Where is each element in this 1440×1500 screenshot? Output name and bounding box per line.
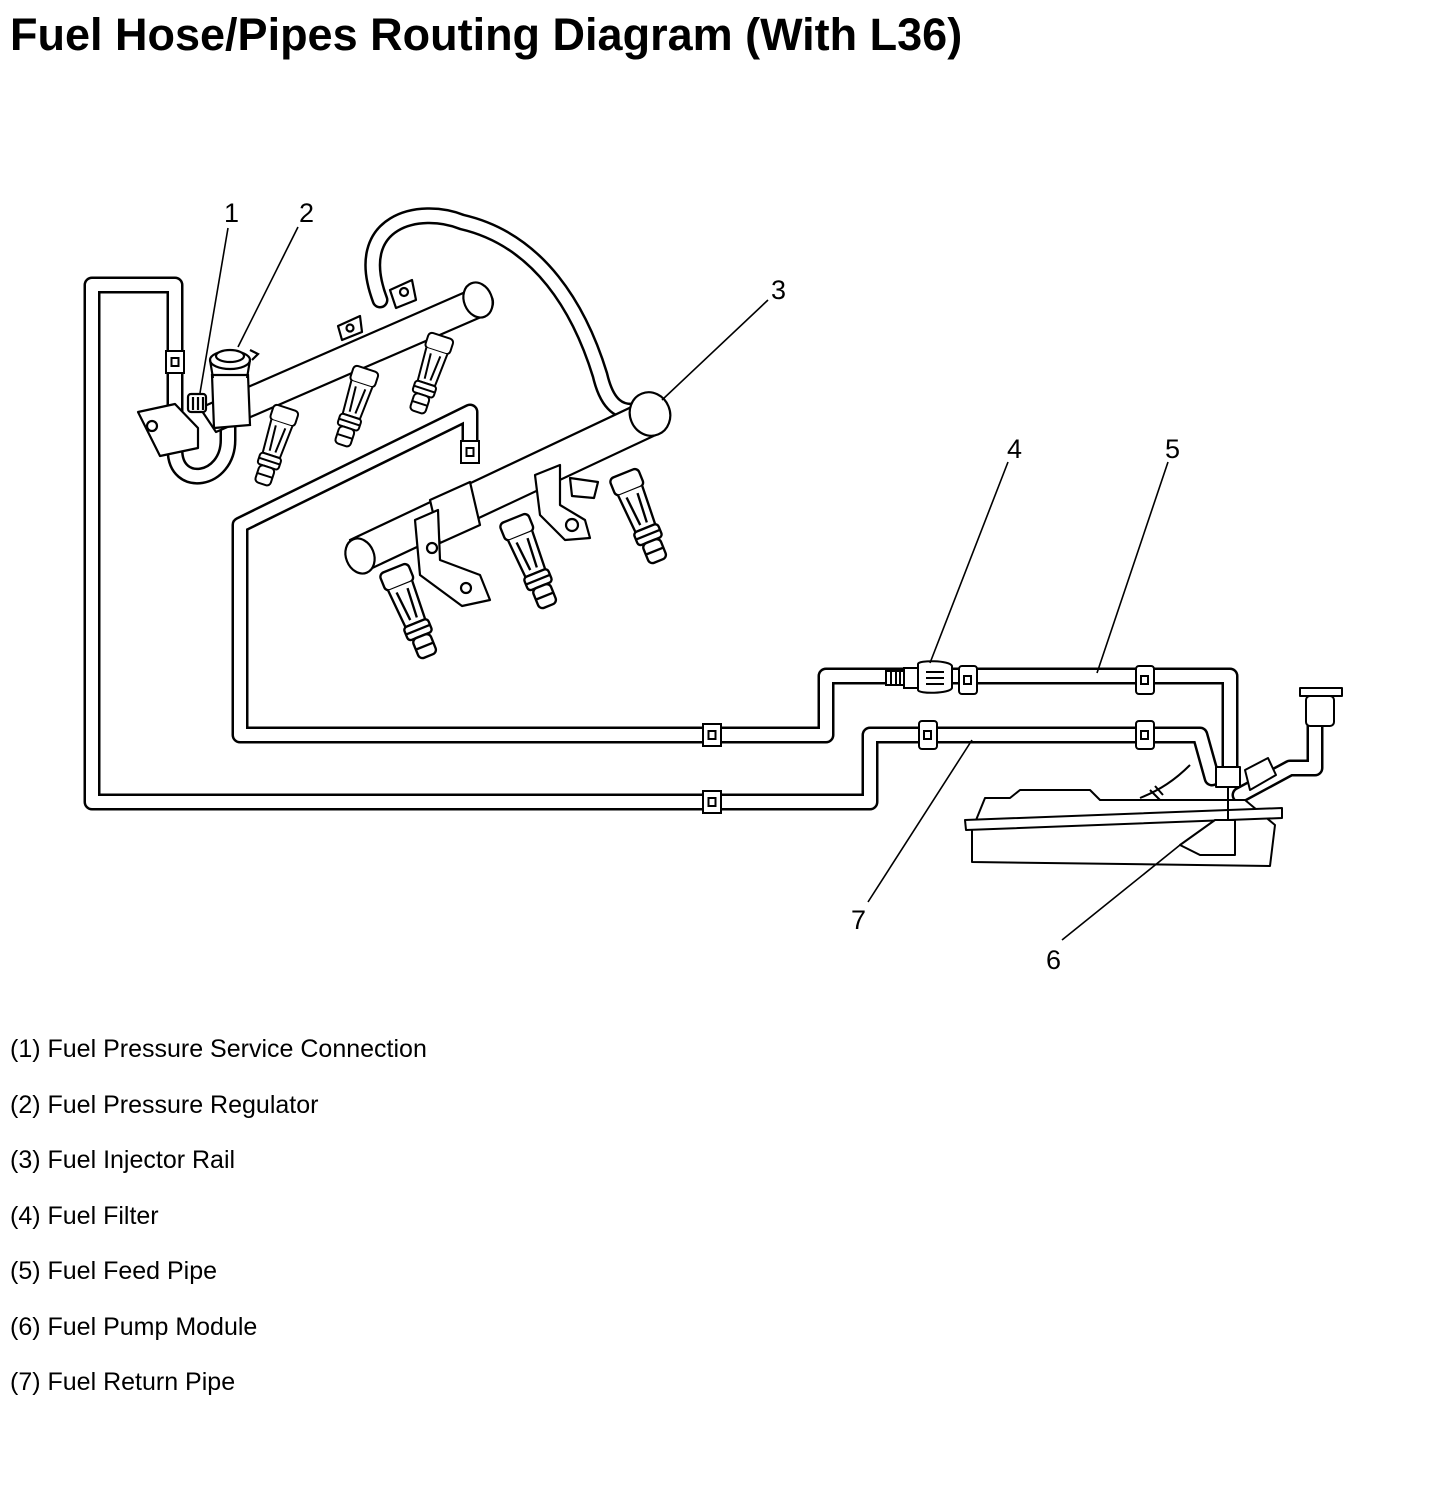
callout-number-3: 3: [771, 275, 786, 305]
fuel-pressure-regulator: [208, 348, 260, 430]
pipes: [83, 207, 1324, 811]
legend-item: (2) Fuel Pressure Regulator: [10, 1090, 319, 1119]
callout-number-5: 5: [1165, 434, 1180, 464]
callout-number-4: 4: [1007, 434, 1022, 464]
fuel-routing-diagram: 1 2 3 4 5 6 7: [83, 198, 1343, 975]
legend-item: (6) Fuel Pump Module: [10, 1312, 258, 1341]
legend-item: (7) Fuel Return Pipe: [10, 1368, 236, 1396]
legend-item: (1) Fuel Pressure Service Connection: [10, 1035, 427, 1063]
legend: (1) Fuel Pressure Service Connection (2)…: [10, 1034, 427, 1423]
fuel-injector-rail: [136, 278, 672, 608]
callout-number-7: 7: [851, 905, 866, 935]
legend-item: (5) Fuel Feed Pipe: [10, 1257, 218, 1285]
callout-number-1: 1: [224, 198, 239, 228]
callout-number-2: 2: [299, 198, 314, 228]
fuel-filter: [885, 660, 953, 694]
page-title: Fuel Hose/Pipes Routing Diagram (With L3…: [10, 9, 963, 60]
fuel-pressure-service-connection: [186, 392, 208, 414]
fuel-pump-module: [964, 687, 1343, 867]
callout-leaders: [199, 226, 1181, 941]
legend-item: (4) Fuel Filter: [10, 1201, 159, 1230]
callout-number-6: 6: [1046, 945, 1061, 975]
legend-item: (3) Fuel Injector Rail: [10, 1146, 236, 1174]
